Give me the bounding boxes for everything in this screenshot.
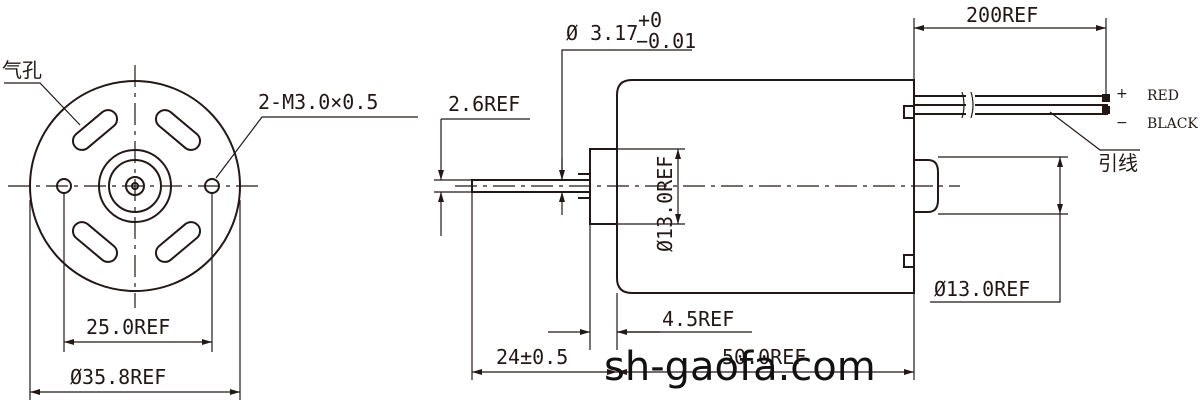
terminal-tab [903,254,915,268]
vent-leader [4,82,81,126]
shaft-tol-lower: −0.01 [636,29,696,53]
hole-spacing-label: 25.0REF [86,315,170,339]
screw-holes-label: 2-M3.0×0.5 [258,90,378,114]
black-wire-label: BLACK [1147,116,1198,132]
minus-label: − [1116,115,1128,131]
shaft-len-label: 24±0.5 [496,345,568,369]
shaft-tol-upper: +0 [638,8,662,32]
vent-slot [154,221,202,263]
watermark: sh-gaofa.com [604,344,876,390]
vent-slot [71,221,119,263]
side-view: + − RED BLACK 引线 200REF Ø 3.17 +0 −0.01 … [434,3,1198,380]
shaft-offset-label: 2.6REF [448,92,520,116]
bearing-dia-label: Ø13.0REF [934,277,1030,301]
motor-can [616,79,915,294]
terminal-tab [903,105,915,119]
red-wire-label: RED [1147,88,1179,104]
screw-leader [215,116,418,179]
vent-slots [71,109,202,263]
plus-label: + [1116,86,1128,102]
vent-slot [154,109,202,151]
boss-len-label: 4.5REF [662,307,734,331]
vent-hole-label: 气孔 [2,58,42,82]
vent-slot [71,109,119,151]
leads-leader [1049,111,1140,151]
bearing-dia-leader [930,214,1061,303]
lead-wires [914,91,1110,119]
leads-label: 引线 [1098,151,1138,175]
boss-dia-label: Ø13.0REF [653,156,677,252]
shaft-dia-leader [561,49,692,180]
flange-dia-label: Ø35.8REF [70,365,166,389]
lead-length-label: 200REF [966,3,1038,27]
body-len-label: 50.0REF [722,345,806,369]
shaft-dia-label: Ø 3.17 [566,21,638,45]
front-view: 气孔 2-M3.0×0.5 25.0REF Ø35.8REF [2,58,418,400]
rear-bearing [914,159,939,213]
